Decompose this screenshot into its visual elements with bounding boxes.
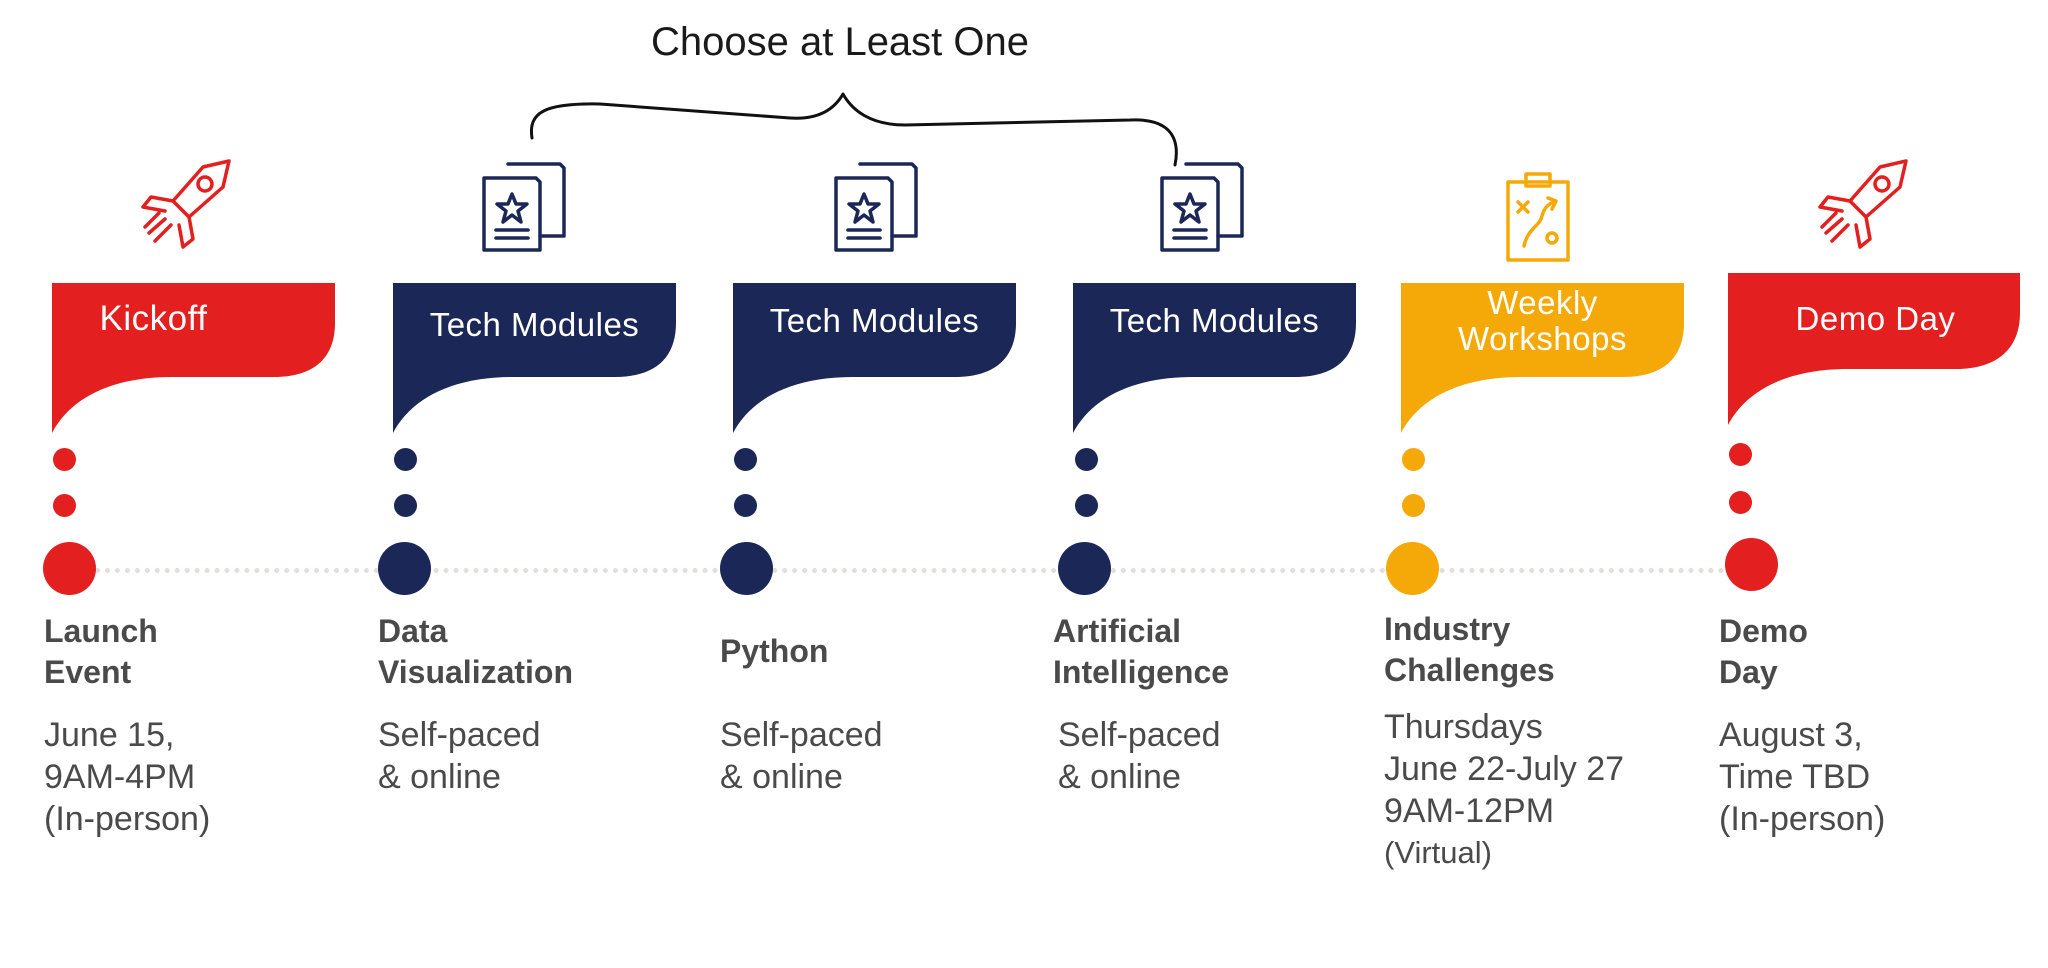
strategy-clipboard-icon	[1506, 172, 1570, 262]
connector-dot	[1729, 443, 1752, 466]
title-line: Day	[1719, 654, 1778, 690]
detail-line: (In-person)	[1719, 800, 1886, 838]
flag-tech-modules-3: Tech Modules	[1073, 283, 1356, 438]
connector-dot	[734, 494, 757, 517]
flag-kickoff: Kickoff	[52, 283, 335, 438]
certificate-star-icon	[1160, 162, 1244, 252]
connector-dot	[394, 494, 417, 517]
connector-dot	[1402, 448, 1425, 471]
timeline-dotted-line	[95, 568, 1735, 573]
detail-line: Time TBD	[1719, 758, 1871, 796]
detail-line: Self-paced	[720, 716, 883, 754]
stage-detail-demo-day: August 3, Time TBD (In-person)	[1719, 714, 2029, 840]
connector-dot	[394, 448, 417, 471]
title-line: Demo	[1719, 613, 1808, 649]
stage-title-data-visualization: Data Visualization	[378, 611, 638, 693]
certificate-star-icon	[482, 162, 566, 252]
rocket-icon	[141, 159, 231, 249]
detail-line: August 3,	[1719, 716, 1863, 754]
detail-line: Self-paced	[378, 716, 541, 754]
connector-dot	[1729, 491, 1752, 514]
timeline-node	[1058, 542, 1111, 595]
flag-tech-modules-1: Tech Modules	[393, 283, 676, 438]
flag-weekly-workshops: Weekly Workshops	[1401, 283, 1684, 438]
stage-title-artificial-intelligence: Artificial Intelligence	[1053, 611, 1313, 693]
detail-line: Self-paced	[1058, 716, 1221, 754]
timeline-node	[1386, 542, 1439, 595]
flag-label: Demo Day	[1795, 300, 1956, 337]
stage-title-demo-day: Demo Day	[1719, 611, 1979, 693]
title-line: Event	[44, 654, 132, 690]
flag-demo-day: Demo Day	[1728, 273, 2020, 428]
detail-line: June 22-July 27	[1384, 750, 1625, 788]
connector-dot	[1075, 448, 1098, 471]
flag-label-line: Weekly	[1487, 284, 1598, 321]
detail-line: Thursdays	[1384, 708, 1543, 746]
title-line: Artificial	[1053, 613, 1182, 649]
timeline-node	[43, 542, 96, 595]
title-line: Intelligence	[1053, 654, 1230, 690]
detail-line: June 15,	[44, 716, 175, 754]
flag-label: Weekly Workshops	[1401, 285, 1684, 357]
rocket-icon	[1818, 159, 1908, 249]
detail-line: 9AM-12PM	[1384, 792, 1555, 830]
detail-line: 9AM-4PM	[44, 758, 196, 796]
certificate-star-icon	[834, 162, 918, 252]
title-line: Challenges	[1384, 652, 1555, 688]
detail-line: (In-person)	[44, 800, 211, 838]
curly-brace	[529, 92, 1178, 167]
detail-line: & online	[378, 758, 501, 796]
stage-detail-industry-challenges: Thursdays June 22-July 27 9AM-12PM (Virt…	[1384, 706, 1694, 874]
detail-line: & online	[720, 758, 843, 796]
timeline-node	[1725, 538, 1778, 591]
flag-label: Tech Modules	[429, 306, 640, 343]
connector-dot	[1075, 494, 1098, 517]
title-line: Industry	[1384, 611, 1511, 647]
choose-at-least-one-label: Choose at Least One	[650, 20, 1030, 64]
flag-label: Tech Modules	[769, 302, 980, 339]
stage-title-launch-event: Launch Event	[44, 611, 304, 693]
stage-detail-launch-event: June 15, 9AM-4PM (In-person)	[44, 714, 354, 840]
flag-label-line: Workshops	[1458, 320, 1627, 357]
stage-detail-python: Self-paced & online	[720, 714, 1030, 798]
stage-detail-artificial-intelligence: Self-paced & online	[1058, 714, 1368, 798]
connector-dot	[53, 494, 76, 517]
timeline-node	[378, 542, 431, 595]
flag-tech-modules-2: Tech Modules	[733, 283, 1016, 438]
timeline-node	[720, 542, 773, 595]
title-line: Python	[720, 633, 829, 669]
connector-dot	[53, 448, 76, 471]
detail-line: (Virtual)	[1384, 835, 1492, 870]
flag-label: Kickoff	[99, 299, 208, 338]
stage-title-industry-challenges: Industry Challenges	[1384, 609, 1644, 691]
title-line: Data	[378, 613, 448, 649]
stage-detail-data-visualization: Self-paced & online	[378, 714, 688, 798]
title-line: Visualization	[378, 654, 574, 690]
connector-dot	[1402, 494, 1425, 517]
stage-title-python: Python	[720, 631, 980, 672]
flag-label: Tech Modules	[1109, 302, 1320, 339]
connector-dot	[734, 448, 757, 471]
detail-line: & online	[1058, 758, 1181, 796]
title-line: Launch	[44, 613, 158, 649]
